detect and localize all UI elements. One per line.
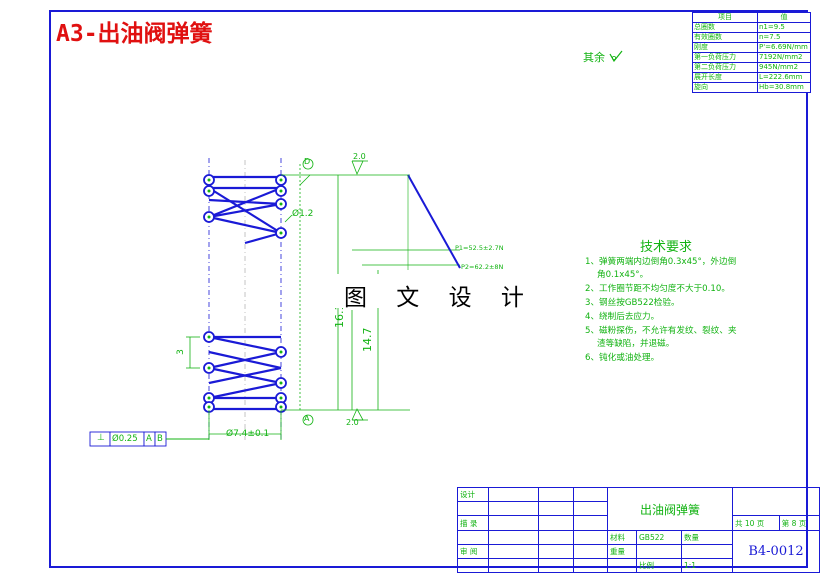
part-name: 出油阀弹簧 <box>607 487 733 531</box>
wire-diameter-label: Ø1.2 <box>292 209 314 219</box>
roughness-top-label: 2.0 <box>353 152 366 161</box>
outer-diameter-label: Ø7.4±0.1 <box>226 429 270 439</box>
load-p1-label: P1=52.5±2.7N <box>455 244 504 252</box>
roughness-bottom-label: 2.0 <box>346 418 359 427</box>
drawing-title: A3-出油阀弹簧 <box>56 21 213 47</box>
requirement-line: 渣等缺陷，并退磁。 <box>597 339 675 349</box>
tol-datum-b: B <box>157 434 163 444</box>
spring-coils-upper <box>208 175 282 245</box>
load-p2-label: P2=62.2±8N <box>461 263 504 271</box>
requirement-line: 1、弹簧两端内边倒角0.3x45°，外边倒 <box>585 257 737 267</box>
review-label: 审 阅 <box>457 544 489 559</box>
pitch-label: 3 <box>175 349 186 355</box>
rest-finish-label: 其余 <box>583 51 605 64</box>
scale-label: 比例 <box>636 558 682 573</box>
datum-d-label: D <box>304 157 311 166</box>
requirement-line: 6、钝化或油处理。 <box>585 353 660 363</box>
watermark: 图 文 设 计 <box>330 274 524 311</box>
requirement-line: 4、绕制后去应力。 <box>585 312 660 322</box>
spring-coils-lower <box>208 335 282 411</box>
centerlines <box>208 158 282 440</box>
tol-symbol: ⊥ <box>97 433 105 443</box>
tol-datum-a: A <box>146 434 152 444</box>
quantity-label: 数量 <box>681 530 733 545</box>
design-label: 设计 <box>457 487 489 502</box>
check-label: 描 录 <box>457 515 489 531</box>
material-value: GB522 <box>636 530 682 545</box>
sheet-total: 共 10 页 <box>732 515 780 531</box>
datum-a-label: A <box>304 414 310 423</box>
requirements-heading: 技术要求 <box>640 240 693 255</box>
title-block: 设计 出油阀弹簧 描 录 共 10 页 第 8 页 材料 GB522 数量 B4… <box>457 487 820 573</box>
material-label: 材料 <box>607 530 637 545</box>
height-label-2: 14.7 <box>361 327 374 353</box>
requirement-line: 2、工作圈节距不均匀度不大于0.10。 <box>585 284 730 294</box>
requirement-line: 3、钢丝按GB522检验。 <box>585 298 680 308</box>
load-line <box>407 174 461 269</box>
sheet-number: 第 8 页 <box>778 515 820 531</box>
requirement-line: 角0.1x45°。 <box>597 270 649 280</box>
watermark-text: 图 文 设 计 <box>344 285 535 311</box>
tol-value: Ø0.25 <box>112 434 138 444</box>
wire-hatch-dots <box>207 178 283 409</box>
requirement-line: 5、磁粉探伤，不允许有发纹、裂纹、夹 <box>585 326 737 336</box>
parameter-table: 项目 值 总圈数 n1=9.5 有效圈数 n=7.5 刚度 P'=6.69N/m… <box>692 12 811 93</box>
roughness-check-icon <box>608 50 622 63</box>
tolerance-frame <box>89 431 209 447</box>
drawing-border <box>49 10 808 568</box>
parameter-row: 旋向 Hb=30.8mm <box>692 82 811 93</box>
scale-value: 1:1 <box>681 558 733 573</box>
weight-label: 重量 <box>607 544 637 559</box>
param-value: Hb=30.8mm <box>757 82 811 93</box>
rest-finish-note: 其余 <box>583 49 623 65</box>
drawing-number: B4-0012 <box>732 530 820 573</box>
